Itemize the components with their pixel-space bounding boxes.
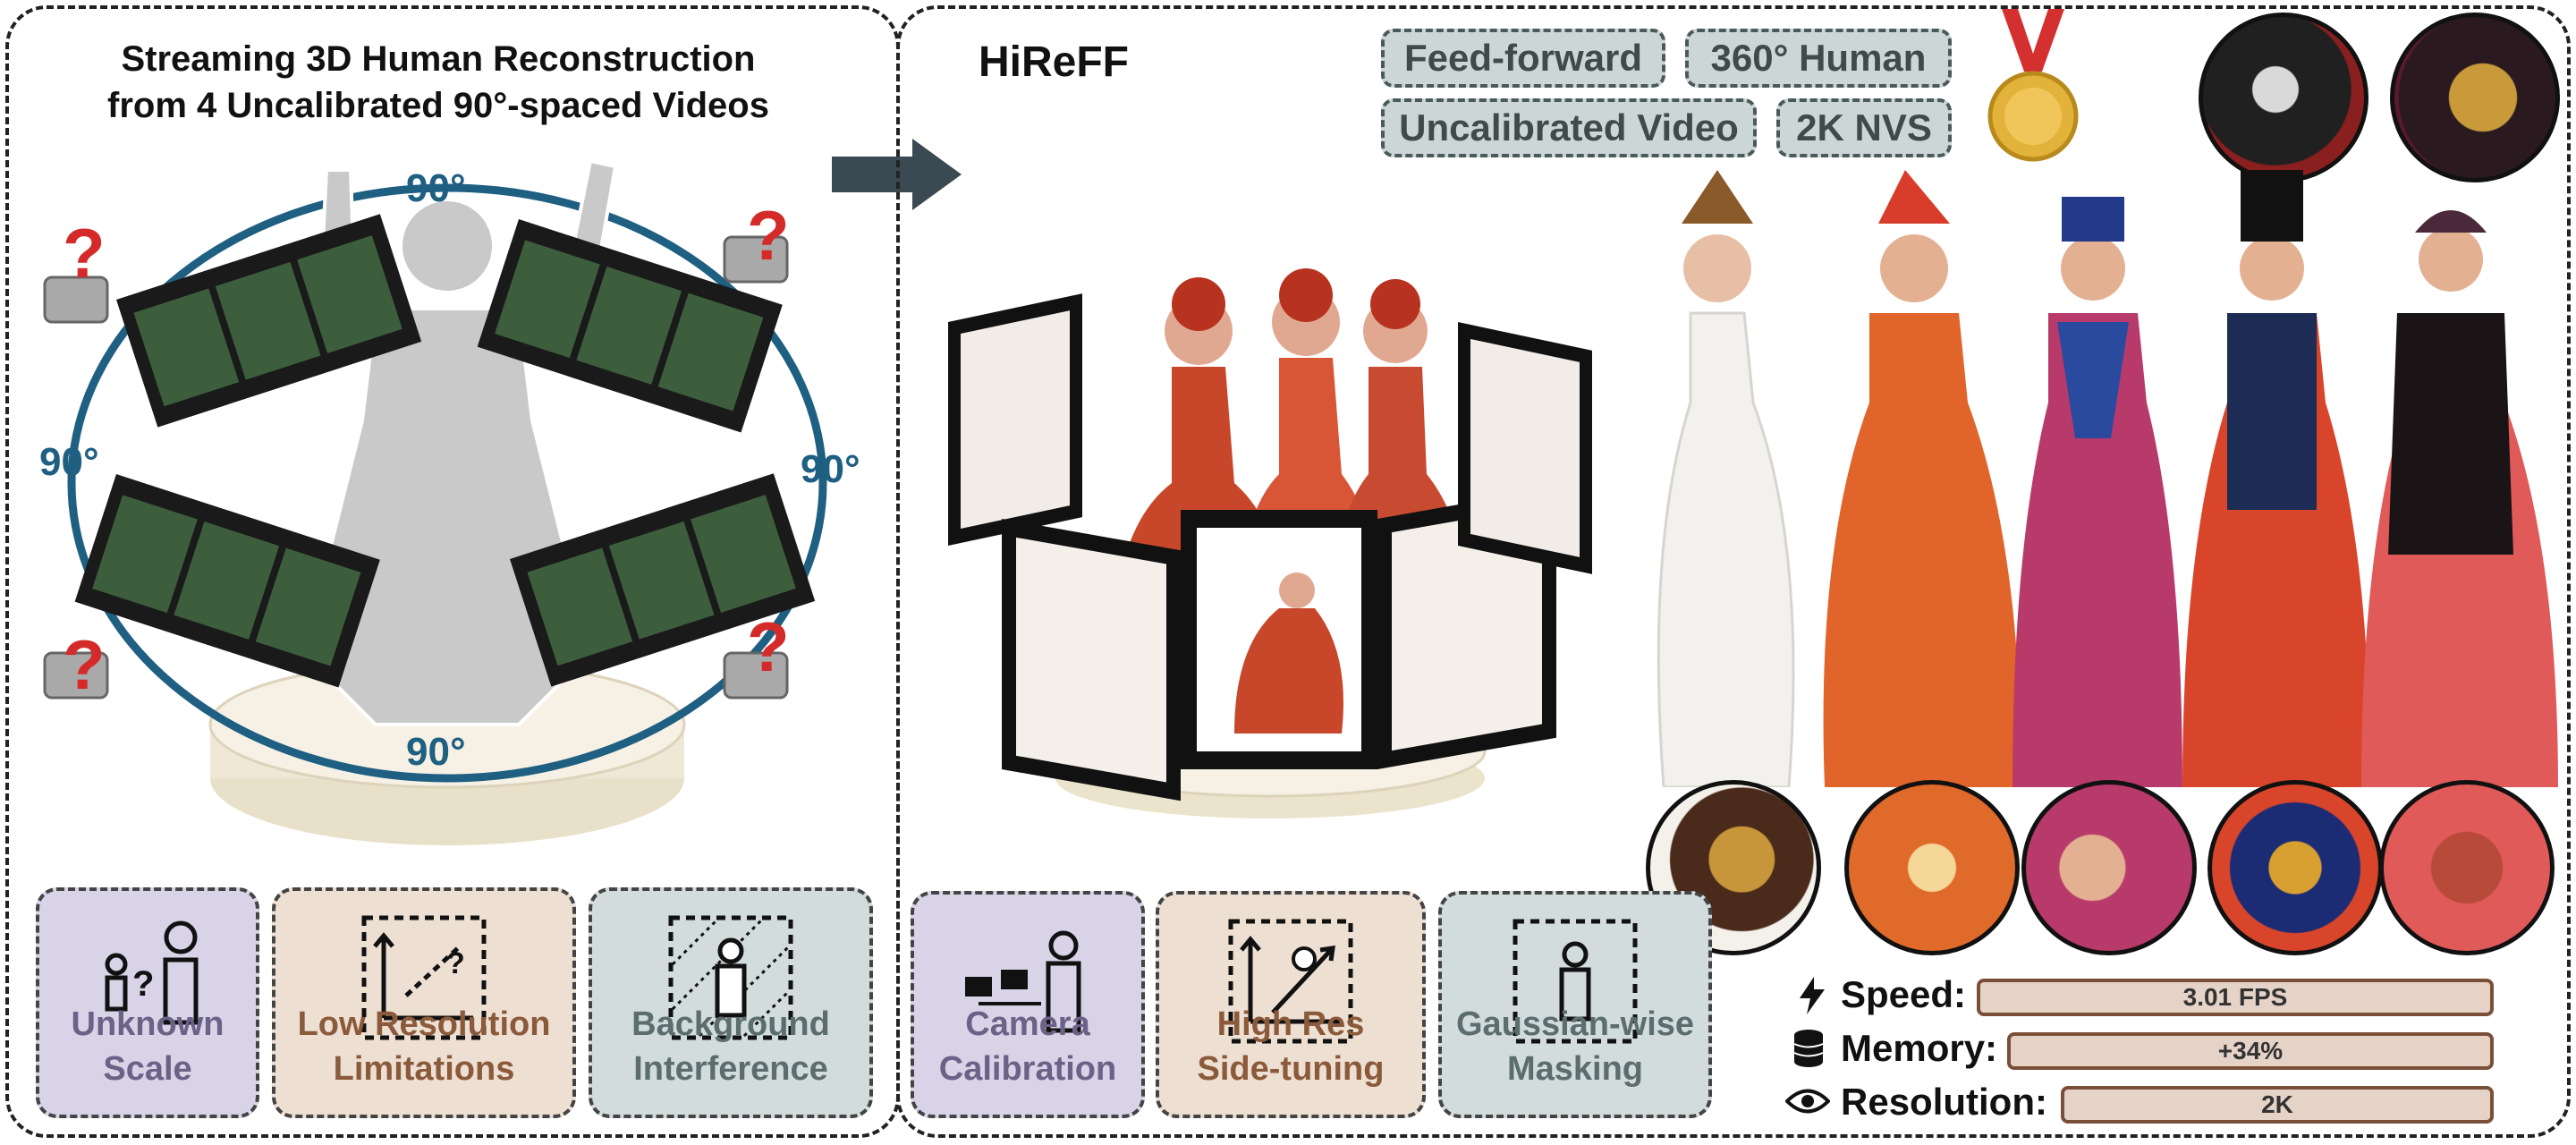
method-title: HiReFF bbox=[979, 38, 1129, 86]
card-background-interference: Background Interference bbox=[589, 887, 873, 1118]
card-gaussian-masking: Gaussian-wise Masking bbox=[1438, 891, 1712, 1118]
svg-text:?: ? bbox=[747, 607, 790, 686]
detail-zoom-circle bbox=[2199, 13, 2368, 182]
card-line2: Masking bbox=[1506, 1050, 1644, 1088]
card-low-resolution: ? Low Resolution Limitations bbox=[272, 887, 576, 1118]
metric-resolution-bar: 2K bbox=[2061, 1086, 2494, 1124]
card-line1: Background bbox=[631, 1005, 830, 1043]
film-frames bbox=[948, 293, 1592, 802]
card-line1: High Res bbox=[1216, 1005, 1365, 1043]
tag-feed-forward: Feed-forward bbox=[1381, 29, 1665, 88]
tag-2k-nvs: 2K NVS bbox=[1776, 98, 1952, 157]
high-res-icon bbox=[1228, 919, 1353, 1044]
figure-pink-dress bbox=[2012, 197, 2182, 787]
tag-360-human: 360° Human bbox=[1685, 29, 1952, 88]
card-camera-calibration-label: Camera Calibration bbox=[914, 1002, 1141, 1091]
detail-zoom-circle bbox=[2021, 780, 2197, 955]
svg-text:?: ? bbox=[446, 946, 465, 980]
left-panel-title: Streaming 3D Human Reconstruction from 4… bbox=[36, 36, 841, 129]
angle-label-right: 90° bbox=[801, 447, 860, 491]
card-line2: Scale bbox=[103, 1050, 192, 1088]
card-high-res-label: High Res Side-tuning bbox=[1159, 1002, 1422, 1091]
camera-calibration-icon bbox=[965, 930, 1081, 1033]
camera-icon bbox=[43, 235, 789, 700]
film-strips bbox=[74, 214, 816, 688]
medal-icon bbox=[1987, 9, 2079, 162]
question-mark-icon: ? ? ? ? bbox=[63, 196, 790, 704]
angle-label-bottom: 90° bbox=[406, 730, 466, 774]
tag-uncalibrated-video: Uncalibrated Video bbox=[1381, 98, 1757, 157]
figure-black-orange-dress bbox=[2182, 170, 2370, 787]
svg-text:?: ? bbox=[747, 196, 790, 275]
detail-zoom-circle bbox=[2390, 13, 2560, 182]
card-gaussian-masking-label: Gaussian-wise Masking bbox=[1442, 1002, 1708, 1091]
metric-resolution-label: Resolution: bbox=[1841, 1081, 2047, 1123]
database-icon bbox=[1793, 1030, 1824, 1067]
svg-text:?: ? bbox=[132, 964, 154, 1004]
scale-person-icon: ? bbox=[105, 920, 199, 1025]
card-low-resolution-label: Low Resolution Limitations bbox=[275, 1002, 572, 1091]
card-line1: Low Resolution bbox=[297, 1005, 551, 1043]
card-camera-calibration: Camera Calibration bbox=[911, 891, 1145, 1118]
svg-text:?: ? bbox=[63, 625, 106, 704]
gaussian-masking-icon bbox=[1513, 919, 1638, 1044]
detail-zoom-circle bbox=[1844, 780, 2020, 955]
svg-text:?: ? bbox=[63, 214, 106, 293]
card-unknown-scale: ? Unknown Scale bbox=[36, 887, 259, 1118]
detail-zoom-circle bbox=[2207, 780, 2383, 955]
left-title-line1: Streaming 3D Human Reconstruction bbox=[121, 39, 756, 79]
background-interference-icon bbox=[668, 915, 793, 1040]
costumed-figures-gallery bbox=[1657, 170, 2558, 787]
reconstruction-scene bbox=[948, 268, 1592, 818]
metric-speed-bar: 3.01 FPS bbox=[1977, 979, 2494, 1016]
camera-ring bbox=[67, 183, 827, 783]
eye-icon bbox=[1785, 1089, 1830, 1114]
card-line1: Unknown bbox=[71, 1005, 225, 1043]
lightning-icon bbox=[1800, 977, 1825, 1014]
metric-speed-label: Speed: bbox=[1841, 973, 1967, 1015]
metric-memory-label: Memory: bbox=[1841, 1027, 1998, 1069]
detail-zoom-circle bbox=[2379, 780, 2555, 955]
card-line2: Interference bbox=[633, 1050, 828, 1088]
figure-black-pink-dress bbox=[2361, 210, 2558, 787]
card-line2: Calibration bbox=[938, 1050, 1117, 1088]
figure-white-dress bbox=[1657, 170, 1795, 787]
card-line2: Limitations bbox=[333, 1050, 515, 1088]
right-panel bbox=[896, 5, 2571, 1138]
angle-label-left: 90° bbox=[39, 440, 99, 484]
card-high-res-side-tuning: High Res Side-tuning bbox=[1156, 891, 1426, 1118]
left-title-line2: from 4 Uncalibrated 90°-spaced Videos bbox=[107, 86, 769, 125]
card-unknown-scale-label: Unknown Scale bbox=[39, 1002, 256, 1091]
figure-orange-dress bbox=[1823, 170, 2021, 787]
card-background-interference-label: Background Interference bbox=[592, 1002, 869, 1091]
card-line2: Side-tuning bbox=[1197, 1050, 1385, 1088]
camera-ring-illustration: ? ? ? ? bbox=[43, 158, 827, 845]
angle-label-top: 90° bbox=[406, 166, 466, 210]
metric-memory-bar: +34% bbox=[2007, 1032, 2494, 1070]
card-line1: Camera bbox=[965, 1005, 1090, 1043]
card-line1: Gaussian-wise bbox=[1455, 1005, 1695, 1043]
low-resolution-icon: ? bbox=[361, 915, 487, 1040]
